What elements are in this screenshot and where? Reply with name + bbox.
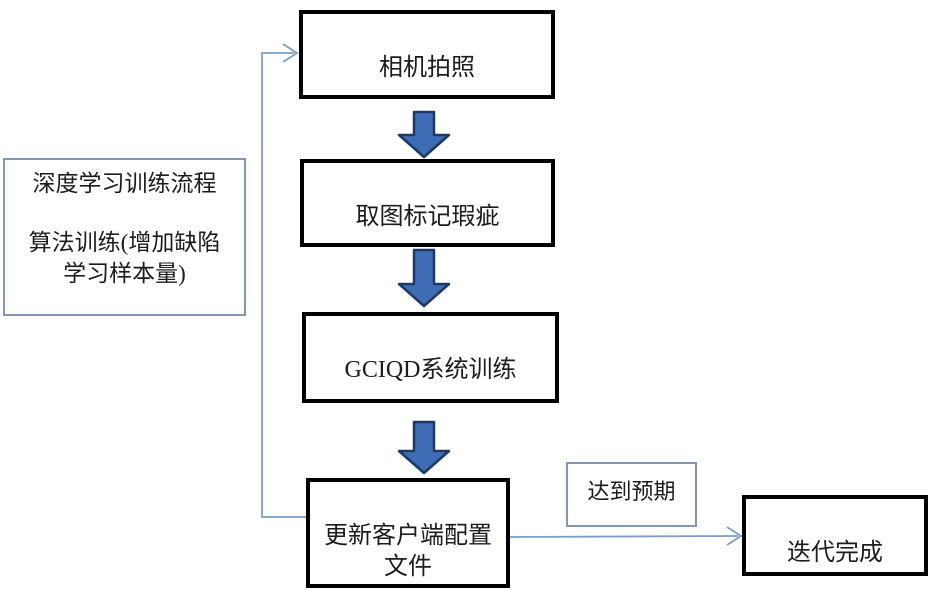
step-label-gciqd-training: GCIQD系统训练 bbox=[344, 357, 517, 383]
step-label-camera-capture: 相机拍照 bbox=[379, 55, 475, 81]
down-block-arrow-3-icon bbox=[397, 420, 451, 475]
result-connector-line bbox=[509, 535, 739, 538]
result-arrowhead-icon bbox=[726, 526, 743, 546]
note-box: 深度学习训练流程 算法训练(增加缺陷 学习样本量) bbox=[3, 158, 246, 316]
feedback-arrowhead-icon bbox=[282, 43, 299, 63]
note-line-1: 深度学习训练流程 bbox=[32, 171, 217, 196]
down-block-arrow-2-icon bbox=[397, 248, 451, 308]
feedback-connector-line bbox=[261, 52, 306, 518]
note-line-3: 学习样本量) bbox=[63, 261, 186, 286]
step-label-update-client-config: 更新客户端配置 文件 bbox=[324, 523, 492, 580]
step-box-camera-capture: 相机拍照 bbox=[299, 10, 555, 99]
step-box-update-client-config: 更新客户端配置 文件 bbox=[306, 478, 510, 588]
step-box-mark-defects: 取图标记瑕疵 bbox=[300, 159, 555, 247]
branch-condition-label: 达到预期 bbox=[587, 479, 676, 504]
down-block-arrow-1-icon bbox=[397, 110, 451, 159]
end-box-iteration-complete: 迭代完成 bbox=[742, 495, 928, 576]
branch-condition-box: 达到预期 bbox=[566, 462, 697, 527]
note-line-2: 算法训练(增加缺陷 bbox=[28, 230, 221, 255]
step-label-mark-defects: 取图标记瑕疵 bbox=[355, 204, 500, 230]
step-box-gciqd-training: GCIQD系统训练 bbox=[302, 312, 559, 403]
end-box-label: 迭代完成 bbox=[787, 540, 883, 566]
